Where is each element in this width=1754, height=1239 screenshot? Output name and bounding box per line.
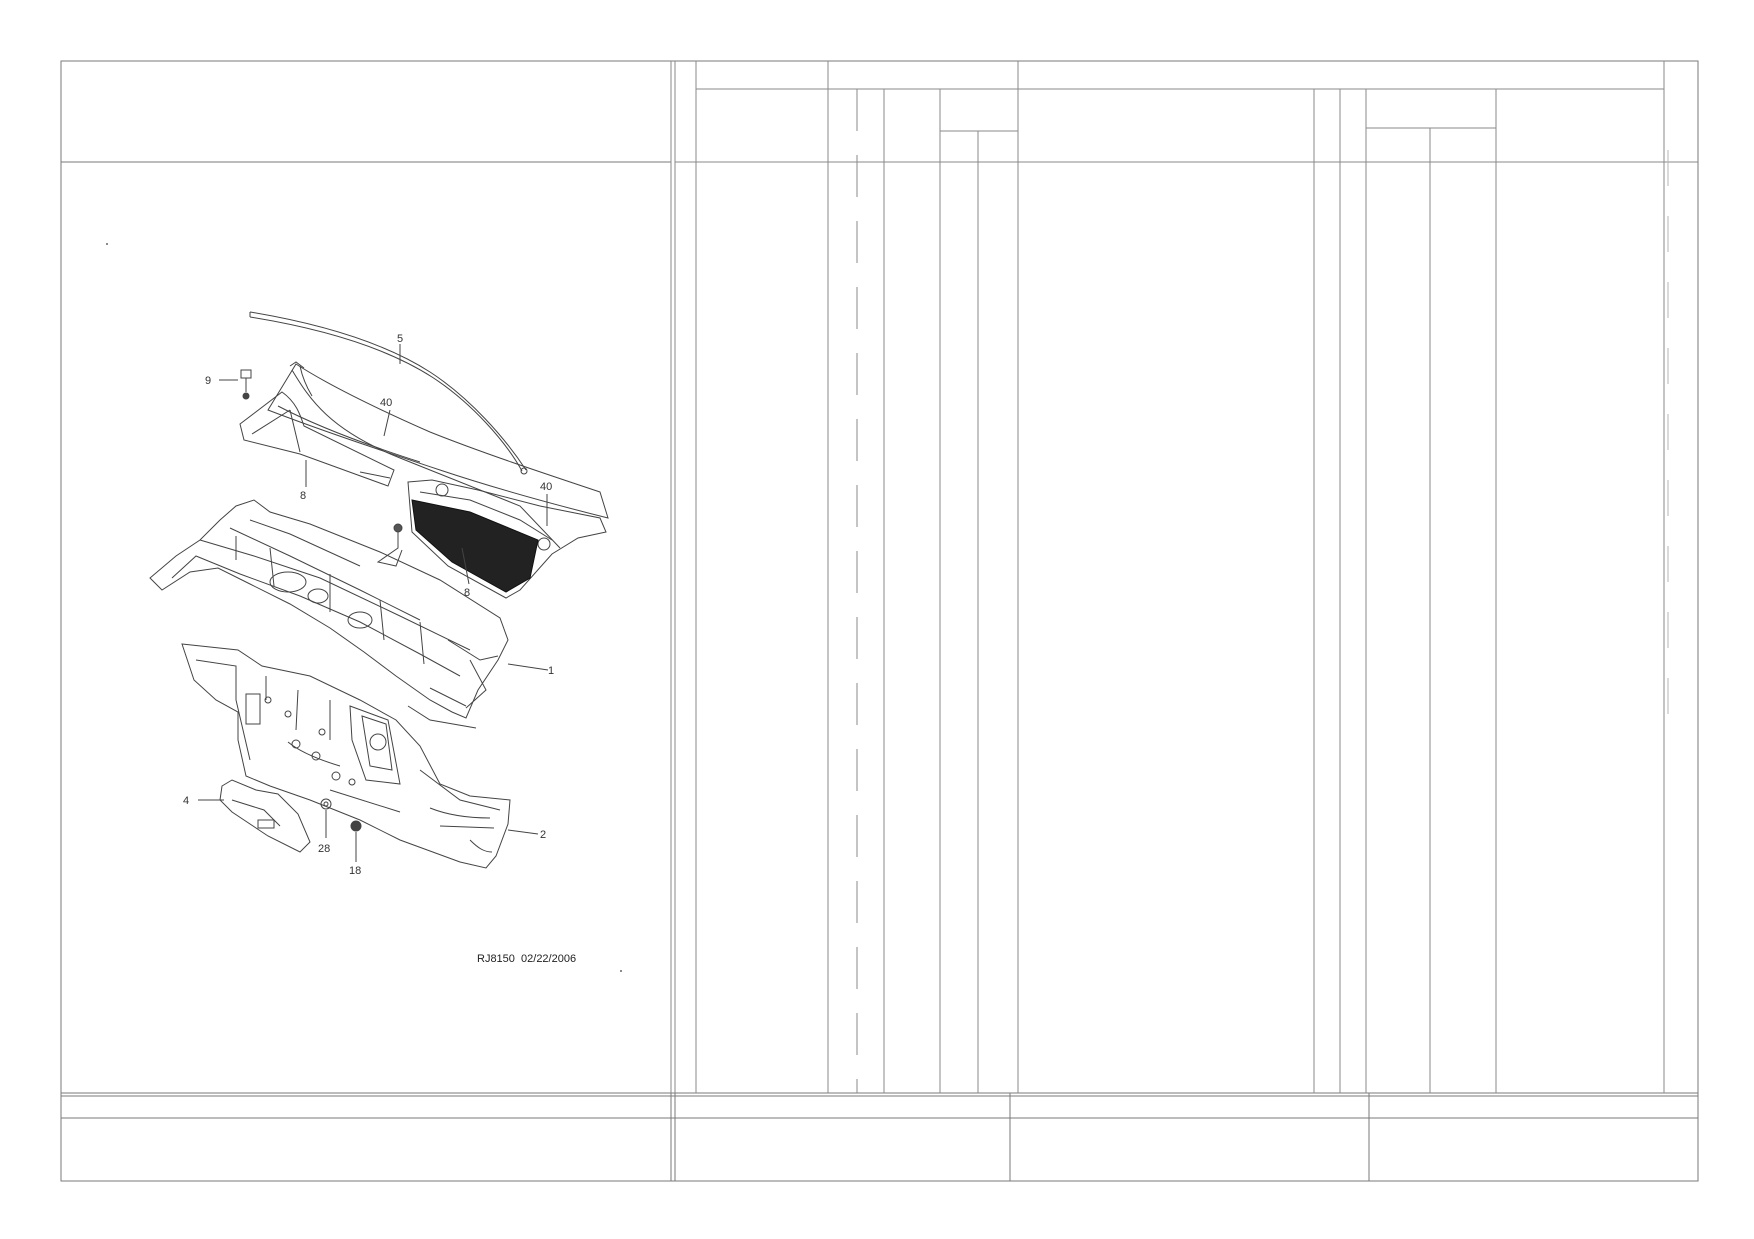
callout-labels: 5 9 40 40 8 8 1 4 28 18 2 (183, 333, 554, 877)
parts-table (670, 61, 1698, 1093)
drawing-reference-caption: RJ8150 02/22/2006 (477, 953, 576, 965)
part-9-clip (240, 369, 252, 400)
grille-mesh (411, 499, 539, 593)
callout-40-right: 40 (540, 481, 552, 493)
callout-40-upper: 40 (380, 397, 392, 409)
part-1-dash-upper-panel (149, 499, 509, 729)
callout-28: 28 (318, 843, 330, 855)
leader-lines (198, 344, 549, 862)
page-frame (60, 60, 1699, 1182)
callout-9: 9 (205, 375, 211, 387)
exploded-parts-diagram (106, 243, 622, 972)
part-18-nut (350, 820, 362, 832)
part-bracket-clip (376, 523, 403, 567)
callout-18: 18 (349, 865, 361, 877)
part-8-cowl-side-left (239, 391, 395, 487)
callout-5: 5 (397, 333, 403, 345)
footer-row (670, 1093, 1370, 1181)
callout-4: 4 (183, 795, 189, 807)
part-2-dash-lower-panel (181, 643, 511, 869)
callout-8-left: 8 (300, 490, 306, 502)
part-5-weatherstrip (249, 311, 528, 475)
part-8-cowl-grille-right (407, 479, 607, 599)
part-28-grommet (320, 798, 332, 810)
part-40-cowl-top (267, 361, 609, 549)
callout-2: 2 (540, 829, 546, 841)
callout-1: 1 (548, 665, 554, 677)
part-4-reinforcement (219, 779, 311, 853)
callout-8-right: 8 (464, 587, 470, 599)
